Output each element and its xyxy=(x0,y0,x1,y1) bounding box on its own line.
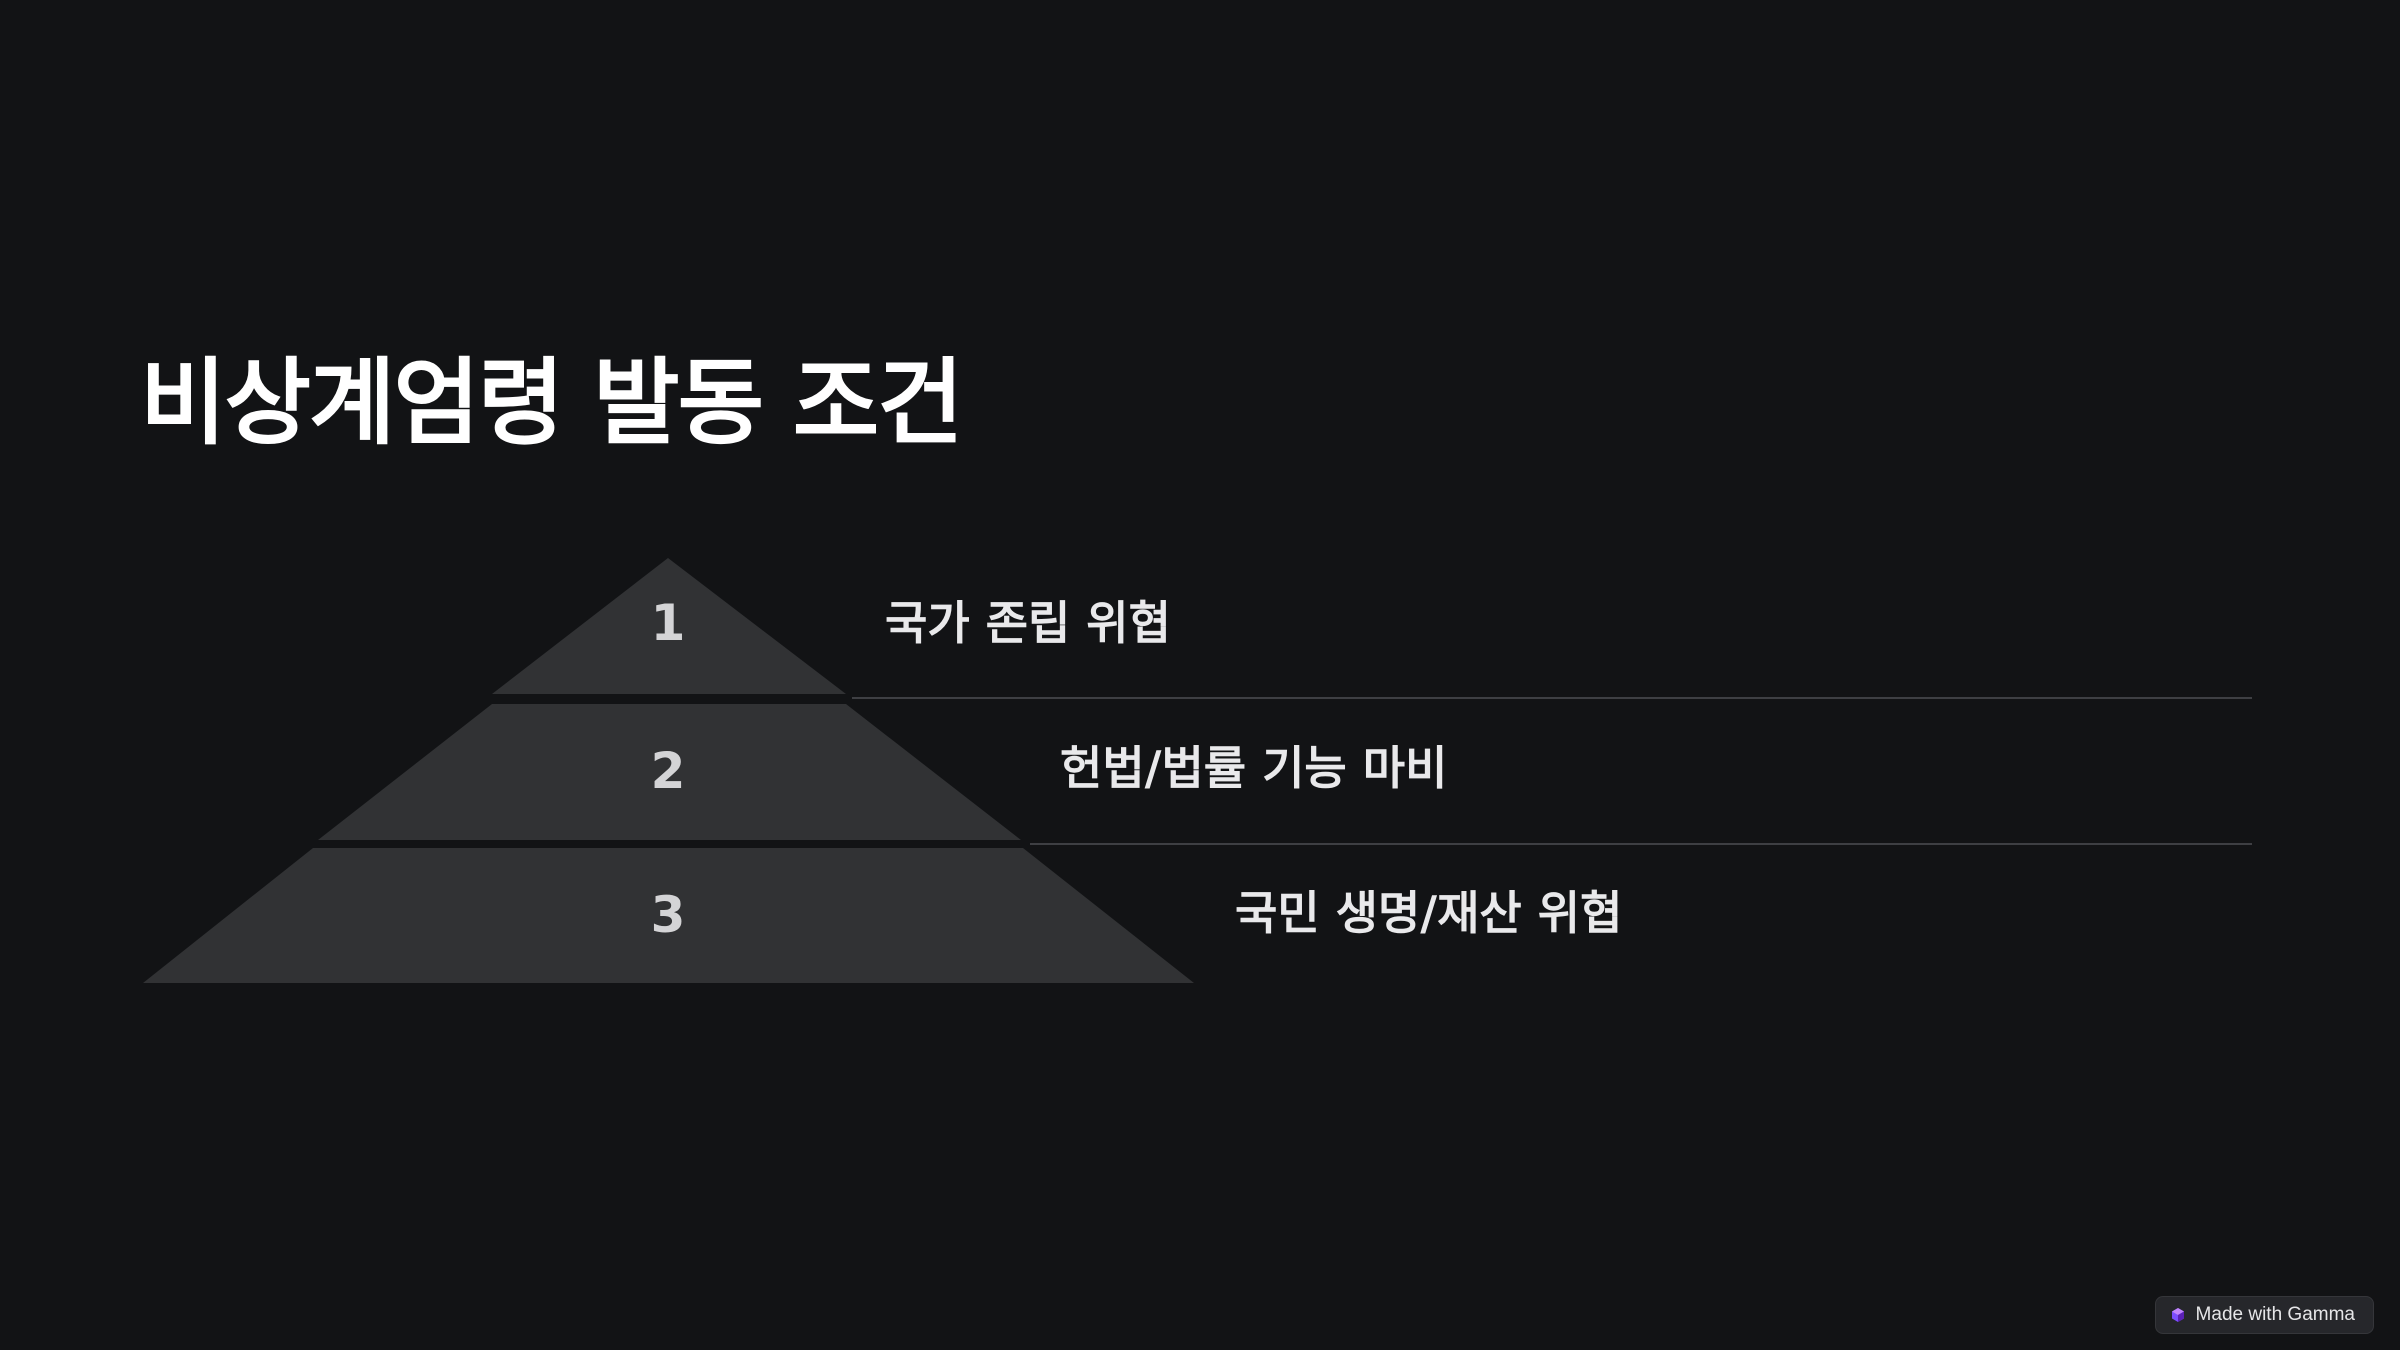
pyramid-tier-3-label: 국민 생명/재산 위협 xyxy=(1235,886,1623,940)
pyramid-tier-2-number: 2 xyxy=(651,742,686,800)
pyramid-tier-2-label: 헌법/법률 기능 마비 xyxy=(1060,741,1448,795)
slide-title: 비상계엄령 발동 조건 xyxy=(140,349,964,458)
pyramid-tier-1-label: 국가 존립 위협 xyxy=(885,596,1171,650)
gamma-logo-icon xyxy=(2171,1308,2184,1322)
tier-divider-1 xyxy=(852,697,2252,699)
tier-divider-2 xyxy=(1030,843,2252,845)
pyramid-tier-3 xyxy=(143,848,1194,983)
pyramid-tier-1 xyxy=(492,558,846,694)
badge-label: Made with Gamma xyxy=(2195,1304,2355,1325)
pyramid-tier-1-number: 1 xyxy=(651,594,686,652)
pyramid-tier-3-number: 3 xyxy=(651,886,686,944)
made-with-gamma-badge[interactable]: Made with Gamma xyxy=(2154,1296,2374,1334)
pyramid-tier-2 xyxy=(318,704,1021,840)
